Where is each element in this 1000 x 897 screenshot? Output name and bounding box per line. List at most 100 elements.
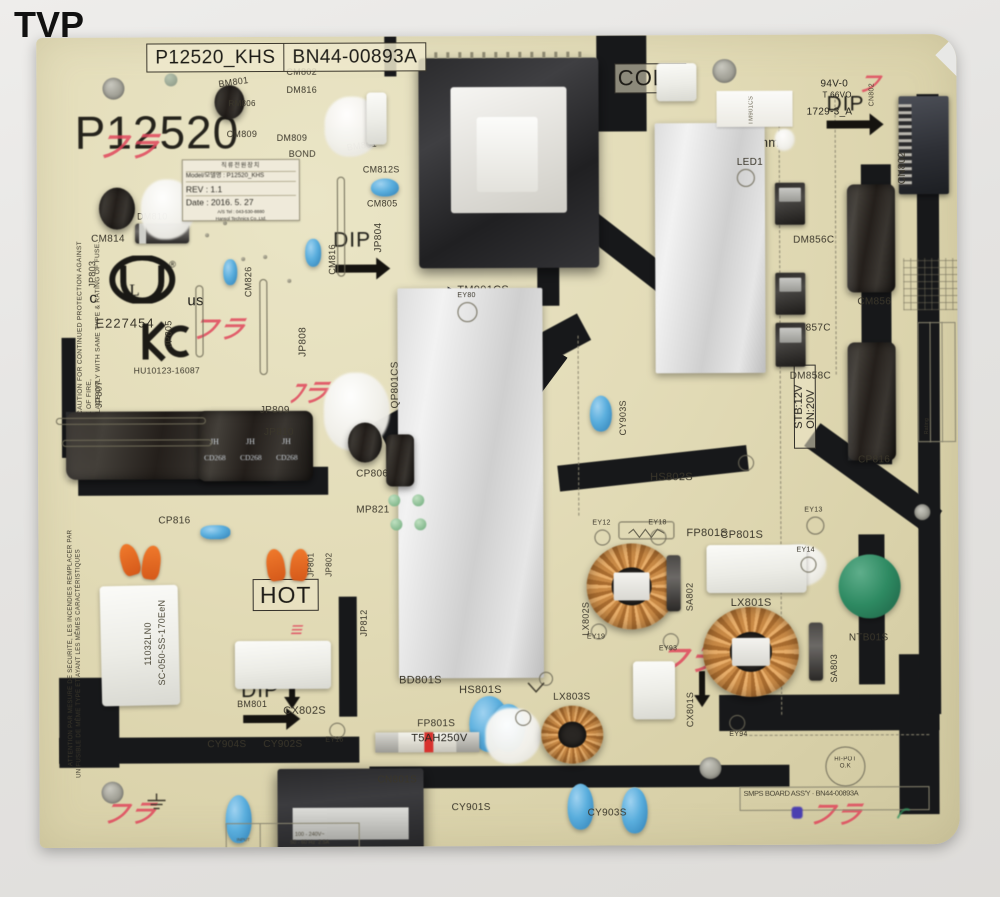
kc-code-text: HU10123-16087 (133, 365, 200, 376)
resistor-zigzag (628, 525, 665, 539)
testpoint-ey80-ring (457, 302, 478, 323)
transistor-tab (778, 277, 802, 293)
transistor-dm856c (774, 182, 806, 225)
label-cm856: CP816 (858, 454, 891, 466)
zone-label-hot: HOT (252, 578, 319, 612)
label-cy903s-b: CY903S (587, 807, 627, 819)
fuse-rating-text: T5AH250V (411, 732, 468, 745)
cap-brand-logo-3: JH (281, 436, 291, 446)
cap-series-2: CD268 (240, 453, 262, 463)
mount-hole-top-right (712, 58, 737, 84)
label-bd801s: BD801S (399, 674, 442, 687)
fuse-end-left (375, 732, 399, 753)
choke-lx801s (702, 606, 800, 698)
label-jp810: JP810 (263, 426, 294, 439)
filmcap-bottom-left (99, 584, 181, 707)
choke-core-hole (558, 721, 586, 748)
pin-row-top (434, 51, 585, 59)
dip-arrow-3 (243, 714, 288, 724)
label-ey93: EY13 (804, 506, 823, 514)
choke-tape-label (613, 572, 650, 601)
label-cy901s: CY901S (451, 802, 491, 814)
capacitor-cm856 (847, 342, 897, 461)
jumper-pad-805 (195, 285, 204, 358)
transistor-tab (778, 187, 802, 203)
part-number-bar: P12520_KHS BN44-00893A (146, 42, 427, 73)
transformer-tm901cs (418, 57, 600, 269)
label-cp801s: CX802S (283, 704, 326, 717)
label-jp812: JP812 (358, 609, 369, 637)
label-ey16: EY94 (729, 730, 748, 738)
choke-tape-label (731, 637, 771, 667)
label-ey19: EY19 (586, 633, 606, 641)
label-ey12: EY12 (592, 519, 611, 527)
label-dm809: DM809 (276, 132, 308, 143)
trace-centerlow (557, 445, 749, 492)
label-dm858c: DM858C (789, 370, 832, 382)
label-cy902s: CY902S (263, 738, 303, 751)
transistor-tab (779, 327, 802, 343)
caution-text: CAUTION FOR CONTINUED PROTECTION AGAINST… (67, 228, 112, 428)
label-sa803: FP801S (686, 526, 728, 540)
transistor-dm858c (775, 322, 806, 367)
mount-hole-top-left (102, 77, 125, 100)
cap-brand-logo-2: JH (245, 437, 255, 447)
jumper-pad-808 (259, 279, 268, 376)
glue-blob-6 (774, 128, 795, 151)
jumper-pad-809 (55, 417, 206, 425)
label-dm816: DM816 (286, 84, 318, 95)
label-ey24: EY16 (325, 736, 344, 744)
bottom-edge-text: SMPS BOARD ASS'Y · BN44-00893A (743, 788, 859, 798)
solder-dot-1 (164, 73, 178, 87)
capacitor-cm855 (846, 184, 896, 293)
silk-dot-c (287, 278, 292, 283)
diode-sa802 (808, 622, 824, 681)
testpoint-ey93-ring (806, 516, 825, 535)
trace-hotzone (338, 596, 358, 717)
hipot-stamp-text: HI-POT O.K (834, 756, 857, 770)
label-jp803: JP803 (87, 260, 98, 288)
testpoint-ey16-ring (729, 714, 746, 731)
solder-pad-1 (388, 494, 401, 507)
label-cx801s: CX801S (685, 691, 696, 728)
kc-logo-icon (137, 317, 193, 373)
label-bond-1: BM801 (217, 75, 250, 90)
label-right-misc-1: CN802 (868, 83, 876, 107)
jumper-orange-3 (264, 547, 287, 583)
ul-logo-icon: L ® (99, 254, 185, 313)
testpoint-hs801-ring (515, 709, 532, 726)
diode-sa801 (666, 555, 681, 612)
capacitor-bulk-right: JH JH JH CD268 CD268 CD268 (197, 410, 314, 482)
filmcap-top-small (366, 92, 387, 145)
label-hs801s: HS801S (459, 683, 502, 697)
ul-temp-text: T 66VO (822, 90, 852, 100)
rating-cell-right: 100 - 240V~ 50 - 60 Hz 2.5A (290, 831, 330, 846)
spec-company: Hansol Technics Co.,Ltd. (215, 215, 267, 222)
dash-divider-center (577, 335, 580, 516)
label-bond-4: BM801 (237, 699, 268, 710)
label-ey18: EY18 (648, 519, 667, 527)
mount-hole-bottom-left (101, 781, 124, 804)
label-hs802s: HS802S (650, 471, 693, 484)
brand-logo-8: ≡ (288, 616, 307, 642)
label-cp806: CP806 (356, 468, 389, 480)
label-cm805: CM805 (366, 198, 398, 209)
down-arrow-2-head (694, 695, 711, 708)
label-fp801s: FP801S (417, 718, 456, 730)
capacitor-cm814 (98, 187, 136, 230)
spec-model: Model/모델명 : P12520_KHS (185, 170, 296, 182)
testpoint-ey12-ring (594, 529, 611, 546)
ul-datecode-text: 1729-3_A (806, 106, 853, 118)
part-number-model: P12520_KHS (155, 46, 276, 68)
label-cm826: CM826 (243, 266, 254, 298)
filmcap-cx802s (706, 544, 807, 594)
label-led1: LED1 (736, 156, 764, 168)
label-cm816: CM816 (327, 244, 338, 275)
voltage-note-text: STB:12V ON:20V (792, 384, 817, 429)
label-jp804: JP804 (373, 222, 385, 253)
capacitor-cp816 (200, 525, 231, 540)
pcb-board: P12520_KHS BN44-00893A P12520 직류전원장치 Mod… (36, 33, 960, 849)
label-ey80: EY80 (457, 292, 476, 300)
dash-divider-right2 (834, 94, 837, 375)
cap-series-3: CD268 (276, 452, 298, 462)
